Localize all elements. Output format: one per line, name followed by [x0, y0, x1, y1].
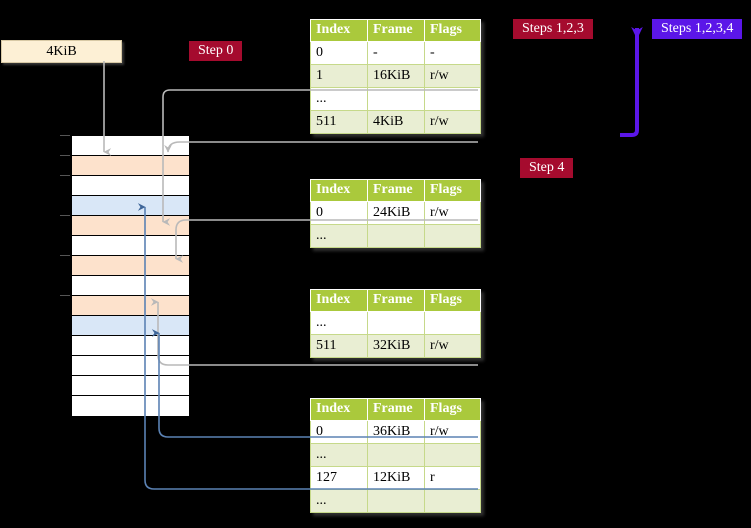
- cell-index: 0: [310, 41, 368, 65]
- table-header-row: Index Frame Flags: [310, 19, 481, 42]
- steps1234-badge: Steps 1,2,3,4: [652, 19, 743, 39]
- memory-frame-row: [71, 235, 190, 257]
- cell-flags: r/w: [424, 334, 481, 358]
- cell-flags: [424, 224, 481, 248]
- table-header-row: Index Frame Flags: [310, 289, 481, 312]
- connector-pml4-16kib: [162, 89, 478, 226]
- cell-flags: r/w: [424, 201, 481, 225]
- column-header-frame: Frame: [367, 179, 425, 202]
- memory-frame-row: [71, 195, 190, 217]
- column-header-index: Index: [310, 179, 368, 202]
- steps123-label: Steps 1,2,3: [522, 21, 584, 36]
- cell-index: ...: [310, 443, 368, 467]
- cell-flags: r/w: [424, 110, 481, 134]
- step4-badge: Step 4: [520, 158, 574, 178]
- cell-index: 1: [310, 64, 368, 88]
- memory-frame-row: [71, 355, 190, 377]
- connector-pt-12kib: [137, 203, 478, 490]
- kib-frame-label: 4KiB: [46, 43, 77, 59]
- table-header-row: Index Frame Flags: [310, 179, 481, 202]
- step4-label: Step 4: [529, 160, 565, 175]
- cell-frame: [367, 489, 425, 513]
- memory-tick-mark: [60, 135, 70, 136]
- cell-index: 511: [310, 334, 368, 358]
- step0-label: Step 0: [198, 43, 234, 58]
- cell-frame: [367, 443, 425, 467]
- memory-tick-mark: [60, 175, 70, 176]
- memory-frame-row: [71, 215, 190, 237]
- memory-tick-mark: [60, 295, 70, 296]
- memory-frame-row: [71, 295, 190, 317]
- bracket-steps-1234: [620, 27, 643, 137]
- column-header-frame: Frame: [367, 19, 425, 42]
- memory-frame-row: [71, 375, 190, 397]
- memory-frame-row: [71, 155, 190, 177]
- memory-frame-row: [71, 315, 190, 337]
- cell-frame: 12KiB: [367, 466, 425, 490]
- cell-frame: -: [367, 41, 425, 65]
- connector-pd-32kib: [150, 298, 478, 366]
- column-header-index: Index: [310, 19, 368, 42]
- memory-tick-mark: [60, 155, 70, 156]
- connector-pml4-4kib: [167, 141, 478, 156]
- memory-tick-mark: [60, 215, 70, 216]
- table-row: ...: [310, 87, 481, 111]
- cell-frame: 32KiB: [367, 334, 425, 358]
- memory-frame-row: [71, 275, 190, 297]
- cell-index: ...: [310, 489, 368, 513]
- column-header-index: Index: [310, 289, 368, 312]
- memory-frame-row: [71, 175, 190, 197]
- cell-flags: [424, 489, 481, 513]
- column-header-frame: Frame: [367, 398, 425, 421]
- memory-frame-row: [71, 255, 190, 277]
- cell-flags: [424, 443, 481, 467]
- memory-frame-row: [71, 395, 190, 417]
- table-row: ...: [310, 489, 481, 513]
- cell-flags: [424, 87, 481, 111]
- step0-badge: Step 0: [189, 41, 243, 61]
- steps123-badge: Steps 1,2,3: [513, 19, 593, 39]
- table-row: ...: [310, 311, 481, 335]
- column-header-flags: Flags: [424, 19, 481, 42]
- cell-frame: [367, 224, 425, 248]
- connector-pdpt-24kib: [175, 219, 478, 263]
- kib-frame-box: 4KiB: [1, 40, 122, 63]
- table-header-row: Index Frame Flags: [310, 398, 481, 421]
- connector-pt-36kib: [151, 329, 478, 438]
- column-header-index: Index: [310, 398, 368, 421]
- cell-index: ...: [310, 224, 368, 248]
- table-row: ...: [310, 443, 481, 467]
- cell-index: 127: [310, 466, 368, 490]
- table-row: ...: [310, 224, 481, 248]
- cell-frame: 24KiB: [367, 201, 425, 225]
- memory-frame-row: [71, 335, 190, 357]
- memory-frame-row: [71, 135, 190, 157]
- steps1234-label: Steps 1,2,3,4: [661, 21, 734, 36]
- column-header-flags: Flags: [424, 398, 481, 421]
- column-header-frame: Frame: [367, 289, 425, 312]
- column-header-flags: Flags: [424, 179, 481, 202]
- column-header-flags: Flags: [424, 289, 481, 312]
- cell-frame: [367, 311, 425, 335]
- memory-tick-mark: [60, 255, 70, 256]
- cell-flags: r/w: [424, 64, 481, 88]
- memory-frame-column: [60, 135, 190, 417]
- cell-frame: 16KiB: [367, 64, 425, 88]
